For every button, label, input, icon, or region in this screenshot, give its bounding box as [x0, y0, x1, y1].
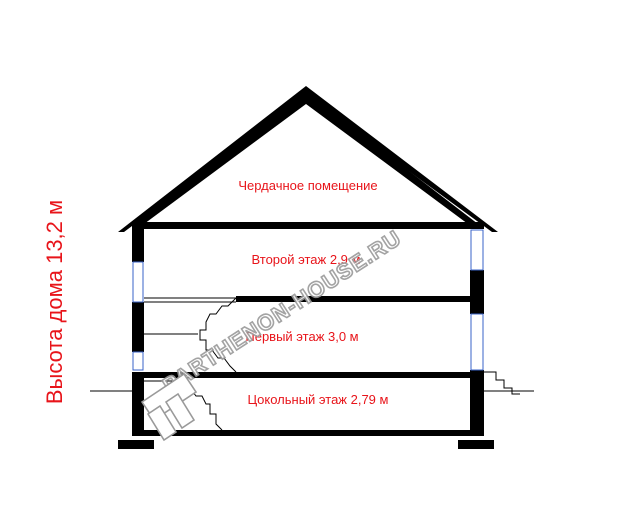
staircases — [144, 297, 520, 431]
second-floor-slab — [236, 296, 484, 302]
window-right-lower — [470, 313, 484, 371]
room-label-second-floor: Второй этаж 2,9 м — [252, 252, 361, 267]
footings — [118, 440, 494, 449]
watermark-emblem-icon — [140, 372, 198, 442]
room-label-first-floor: Первый этаж 3,0 м — [245, 329, 358, 344]
right-wall — [470, 270, 484, 436]
house-height-label: Высота дома 13,2 м — [42, 200, 67, 404]
window-right-upper — [470, 229, 484, 271]
attic-floor-slab — [132, 222, 484, 229]
roof — [118, 86, 498, 232]
windows — [132, 229, 484, 371]
window-left-upper — [132, 261, 144, 303]
window-left-lower — [132, 351, 144, 371]
first-floor-slab — [132, 372, 484, 378]
basement-floor-slab — [132, 430, 484, 436]
room-label-basement: Цокольный этаж 2,79 м — [248, 392, 389, 407]
room-label-attic: Чердачное помещение — [238, 178, 377, 193]
floor-slabs — [132, 222, 484, 436]
left-wall — [132, 222, 144, 436]
